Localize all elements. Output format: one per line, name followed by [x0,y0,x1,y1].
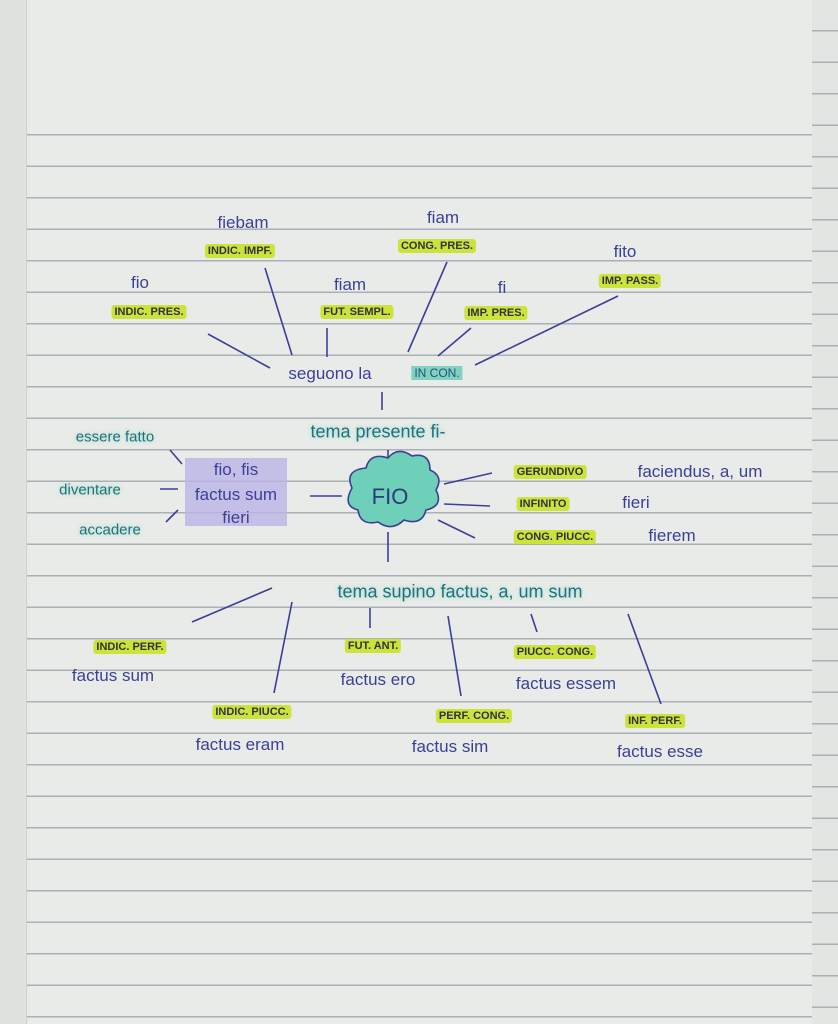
form-fiebam: fiebam [217,213,269,232]
form-factus-sim: factus sim [411,737,489,756]
label-fut-sempl: FUT. SEMPL. [320,305,394,319]
label-imp-pass: IMP. PASS. [598,274,662,288]
form-fiam-cong: fiam [426,208,460,227]
arrow-indic-perf [191,587,273,623]
label-piucc-cong: PIUCC. CONG. [513,645,597,659]
label-indic-perf: INDIC. PERF. [93,640,167,654]
label-imp-pres: IMP. PRES. [464,306,528,320]
center-fio: FIO [371,484,409,509]
next-page-edge [812,0,838,1024]
meaning-diventare: diventare [59,481,121,499]
page-margin [0,0,27,1024]
label-perf-cong: PERF. CONG. [435,709,513,723]
label-cong-piucc: CONG. PIUCC. [513,530,597,544]
form-faciendus: faciendus, a, um [637,462,763,481]
arrow-imp-pres [437,327,472,357]
form-factus-essem: factus essem [515,674,617,693]
arrow-indic-piucc [273,601,293,694]
arrow-indic-impf [264,267,293,356]
meaning-accadere: accadere [79,521,141,539]
arrow-accadere [165,509,179,523]
form-factus-eram: factus eram [195,735,285,754]
arrow-infinito [443,503,491,507]
arrow-gerundivo [443,472,493,485]
form-fi: fi [497,278,507,297]
paradigm-line-2: factus sum [194,485,278,504]
form-fito: fito [613,242,637,261]
label-inf-perf: INF. PERF. [625,714,685,728]
form-fieri: fieri [622,493,650,512]
arrow-imp-pass [474,295,619,366]
form-fiam-fut: fiam [333,275,367,294]
paradigm-line-1: fio, fis [213,460,259,479]
form-fierem: fierem [648,526,696,545]
arrow-perf-cong [447,615,462,697]
arrow-piucc-cong [530,613,538,633]
label-indic-piucc: INDIC. PIUCC. [212,705,292,719]
tema-supino: tema supino factus, a, um sum [337,581,583,602]
label-cong-pres: CONG. PRES. [397,239,477,253]
label-indic-impf: INDIC. IMPF. [204,244,276,258]
arrow-essere-fatto [169,449,183,465]
label-infinito: INFINITO [516,497,570,511]
form-factus-esse: factus esse [617,742,703,761]
arrow-inf-perf [627,613,662,705]
label-gerundivo: GERUNDIVO [513,465,587,479]
paradigm-highlight [185,458,287,526]
paradigm-line-3: fieri [222,508,250,527]
label-fut-ant: FUT. ANT. [344,639,402,653]
form-fio: fio [131,273,149,292]
seguono-text: seguono la [288,364,372,383]
arrow-cong-pres [407,261,448,353]
label-indic-pres: INDIC. PRES. [111,305,187,319]
in-con-highlight: IN CON. [411,366,463,380]
form-factus-sum: factus sum [71,666,155,685]
arrow-indic-pres [207,333,271,369]
form-factus-ero: factus ero [340,670,416,689]
tema-presente: tema presente fi- [310,421,446,442]
meaning-essere-fatto: essere fatto [75,428,155,446]
arrow-cong-piucc [437,519,476,539]
